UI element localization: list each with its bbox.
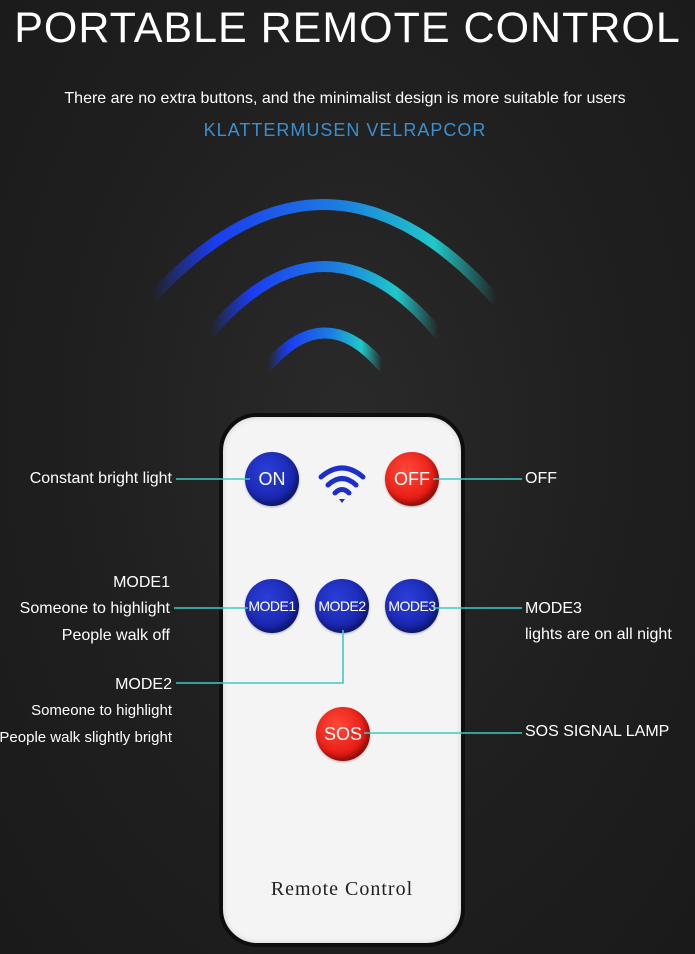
label-off: OFF xyxy=(525,470,557,487)
page-title: PORTABLE REMOTE CONTROL xyxy=(14,4,681,52)
signal-waves-icon xyxy=(146,199,502,372)
label-on: Constant bright light xyxy=(29,470,172,487)
signal-wave-inner xyxy=(262,327,388,372)
mode2-button[interactable]: MODE2 xyxy=(315,579,369,633)
remote-label: Remote Control xyxy=(270,878,414,900)
signal-wave-middle xyxy=(204,261,444,339)
wifi-icon xyxy=(318,465,366,503)
on-button[interactable]: ON xyxy=(245,452,299,506)
label-mode2-line2: People walk slightly bright xyxy=(0,729,172,746)
page-subtitle: There are no extra buttons, and the mini… xyxy=(64,90,626,107)
remote-control: ON OFF MODE1 MODE2 MODE3 SOS Remote Cont… xyxy=(219,413,465,947)
off-button[interactable]: OFF xyxy=(385,452,439,506)
sos-button[interactable]: SOS xyxy=(316,707,370,761)
label-mode2-line1: Someone to highlight xyxy=(31,702,172,719)
signal-wave-outer xyxy=(146,199,502,306)
label-mode1-line1: Someone to highlight xyxy=(19,600,170,617)
label-mode2-title: MODE2 xyxy=(115,676,172,693)
mode1-button[interactable]: MODE1 xyxy=(245,579,299,633)
label-mode1-title: MODE1 xyxy=(113,574,170,591)
label-mode3-title: MODE3 xyxy=(525,600,582,617)
label-mode3-line1: lights are on all night xyxy=(525,626,672,643)
mode3-button[interactable]: MODE3 xyxy=(385,579,439,633)
label-mode1-line2: People walk off xyxy=(61,627,170,644)
brand-name: KLATTERMUSEN VELRAPCOR xyxy=(203,120,487,140)
label-sos: SOS SIGNAL LAMP xyxy=(525,723,670,740)
